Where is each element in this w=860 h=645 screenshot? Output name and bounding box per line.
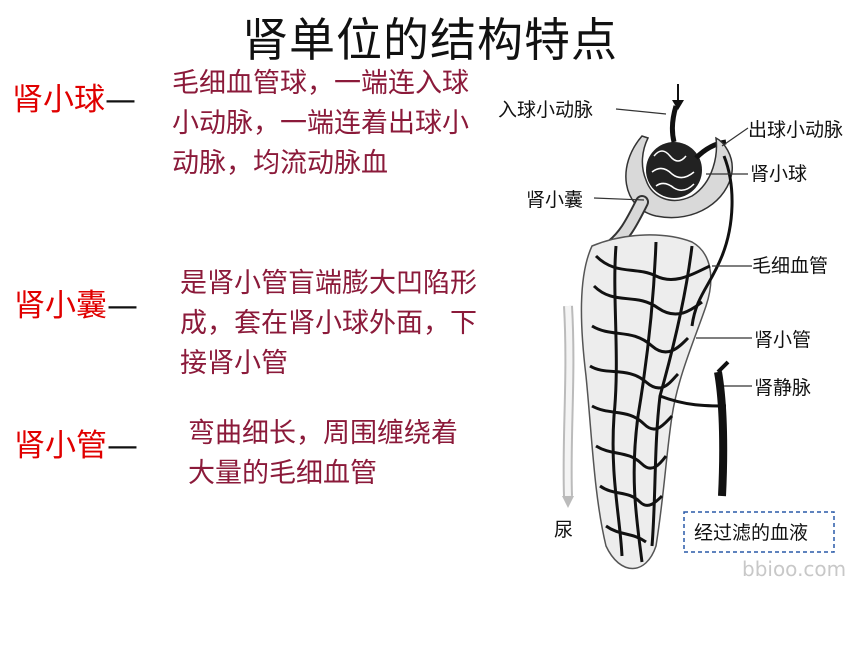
label-capsule: 肾小囊	[526, 189, 583, 211]
collecting-tube	[562, 305, 575, 508]
label-urine: 尿	[554, 519, 573, 541]
leader-lines	[593, 108, 752, 387]
desc-glomerulus: 毛细血管球，一端连入球小动脉，一端连着出球小动脉，均流动脉血	[172, 68, 469, 179]
term-dash: —	[107, 428, 138, 464]
desc-capsule: 是肾小管盲端膨大凹陷形成，套在肾小球外面，下接肾小管	[180, 268, 477, 379]
label-capillary: 毛细血管	[752, 255, 828, 277]
term-dash: —	[105, 82, 136, 118]
watermark: bbioo.com	[742, 557, 846, 581]
desc-tubule: 弯曲细长，周围缠绕着大量的毛细血管	[188, 418, 458, 489]
page-title: 肾单位的结构特点	[242, 13, 618, 67]
term-label: 肾小球	[12, 82, 105, 118]
capillary-network	[589, 155, 734, 563]
term-label: 肾小管	[14, 428, 107, 464]
capsule-shape	[625, 135, 733, 219]
term-label: 肾小囊	[14, 288, 107, 324]
nephron-diagram: 入球小动脉 出球小动脉 肾小球 肾小囊 毛细血管 肾小管 肾静脉 尿 经过滤的血…	[498, 84, 846, 581]
label-tubule: 肾小管	[754, 329, 811, 351]
term-tubule: 肾小管—	[14, 420, 138, 465]
label-afferent: 入球小动脉	[498, 99, 593, 121]
afferent-arrow-icon	[672, 84, 684, 110]
label-efferent: 出球小动脉	[748, 119, 843, 141]
term-dash: —	[107, 288, 138, 324]
label-vein: 肾静脉	[754, 377, 811, 399]
term-capsule: 肾小囊—	[14, 280, 138, 325]
term-glomerulus: 肾小球—	[12, 74, 136, 119]
label-filtered-blood: 经过滤的血液	[694, 522, 808, 544]
renal-vein-shape	[714, 360, 730, 497]
filtered-blood-box	[683, 511, 835, 553]
label-glomerulus: 肾小球	[750, 163, 807, 185]
glomerulus-shape	[646, 105, 727, 198]
